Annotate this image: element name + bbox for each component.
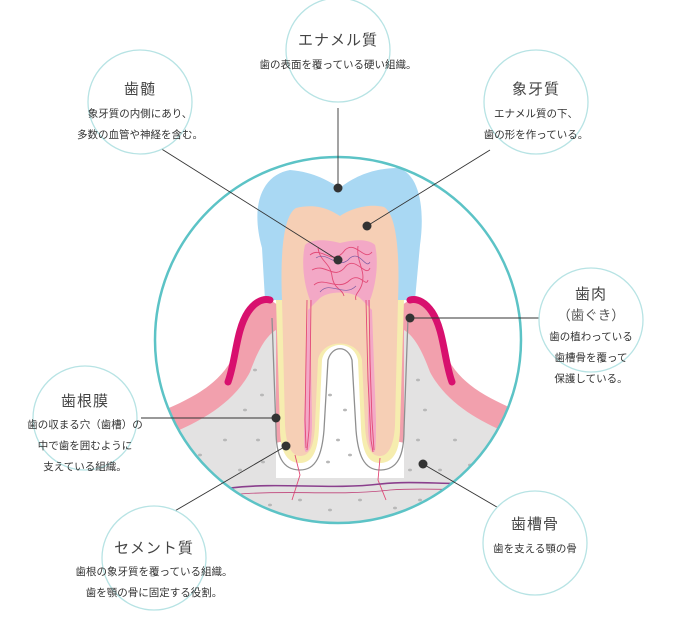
gingiva-bubble xyxy=(538,267,644,373)
pdl-bubble xyxy=(32,365,138,471)
gingiva-label: 歯肉 （歯ぐき） 歯の植わっている 歯槽骨を覆って 保護している。 xyxy=(501,283,676,390)
dentin-title: 象牙質 xyxy=(511,80,560,98)
pdl-dot xyxy=(271,413,281,423)
pdl-desc-3: 支えている組織。 xyxy=(43,461,127,473)
gingiva-subtitle: （歯ぐき） xyxy=(557,308,625,324)
pulp-label: 歯髄 象牙質の内側にあり、 多数の血管や神経を含む。 xyxy=(40,78,240,146)
dentin-dot xyxy=(362,221,372,231)
pdl-desc-2: 中で歯を囲むように xyxy=(37,440,133,452)
bone-title: 歯槽骨 xyxy=(510,515,559,533)
pulp-desc-1: 象牙質の内側にあり、 xyxy=(87,108,193,120)
dentin-bubble xyxy=(483,49,589,155)
dentin-desc-2: 歯の形を作っている。 xyxy=(483,129,589,141)
cementum-bubble xyxy=(101,505,207,611)
cementum-dot xyxy=(281,441,291,451)
pdl-label: 歯根膜 歯の収まる穴（歯槽）の 中で歯を囲むように 支えている組織。 xyxy=(0,390,170,478)
enamel-desc-1: 歯の表面を覆っている硬い組織。 xyxy=(259,59,417,71)
bone-bubble xyxy=(482,490,588,596)
pulp-title: 歯髄 xyxy=(123,80,156,98)
magnified-tooth-view xyxy=(155,157,521,523)
pointer-dots xyxy=(271,183,428,469)
bone-label: 歯槽骨 歯を支える顎の骨 xyxy=(445,513,625,560)
bone-desc-1: 歯を支える顎の骨 xyxy=(493,543,577,555)
blood-vessels xyxy=(291,245,387,501)
pulp-region xyxy=(303,240,377,452)
enamel-bubble xyxy=(285,0,391,103)
gingiva-desc-1: 歯の植わっている xyxy=(549,331,633,343)
pdl-desc-1: 歯の収まる穴（歯槽）の xyxy=(27,419,143,431)
enamel-dot xyxy=(333,183,343,193)
cementum-desc-1: 歯根の象牙質を覆っている組織。 xyxy=(75,566,233,578)
label-bubbles xyxy=(32,0,644,611)
cementum-label: セメント質 歯根の象牙質を覆っている組織。 歯を顎の骨に固定する役割。 xyxy=(44,537,264,604)
pulp-bubble xyxy=(87,49,193,155)
pdl-title: 歯根膜 xyxy=(60,392,109,410)
leader-lines xyxy=(141,108,540,513)
gingiva-desc-3: 保護している。 xyxy=(554,373,628,385)
bone-dot xyxy=(418,459,428,469)
dentin-desc-1: エナメル質の下、 xyxy=(494,108,578,120)
enamel-title: エナメル質 xyxy=(297,31,378,49)
enamel-label: エナメル質 歯の表面を覆っている硬い組織。 xyxy=(238,29,438,76)
gingiva-edge xyxy=(224,296,274,386)
pulp-dot xyxy=(333,255,343,265)
periodontal-ligament xyxy=(271,317,409,471)
cementum-desc-2: 歯を顎の骨に固定する役割。 xyxy=(85,587,223,599)
dentin-label: 象牙質 エナメル質の下、 歯の形を作っている。 xyxy=(436,78,636,146)
pulp-desc-2: 多数の血管や神経を含む。 xyxy=(77,129,203,141)
gingiva-title: 歯肉 xyxy=(574,285,607,303)
gingiva-desc-2: 歯槽骨を覆って xyxy=(554,352,628,364)
cementum-title: セメント質 xyxy=(114,539,194,557)
gingiva-dot xyxy=(405,313,415,323)
